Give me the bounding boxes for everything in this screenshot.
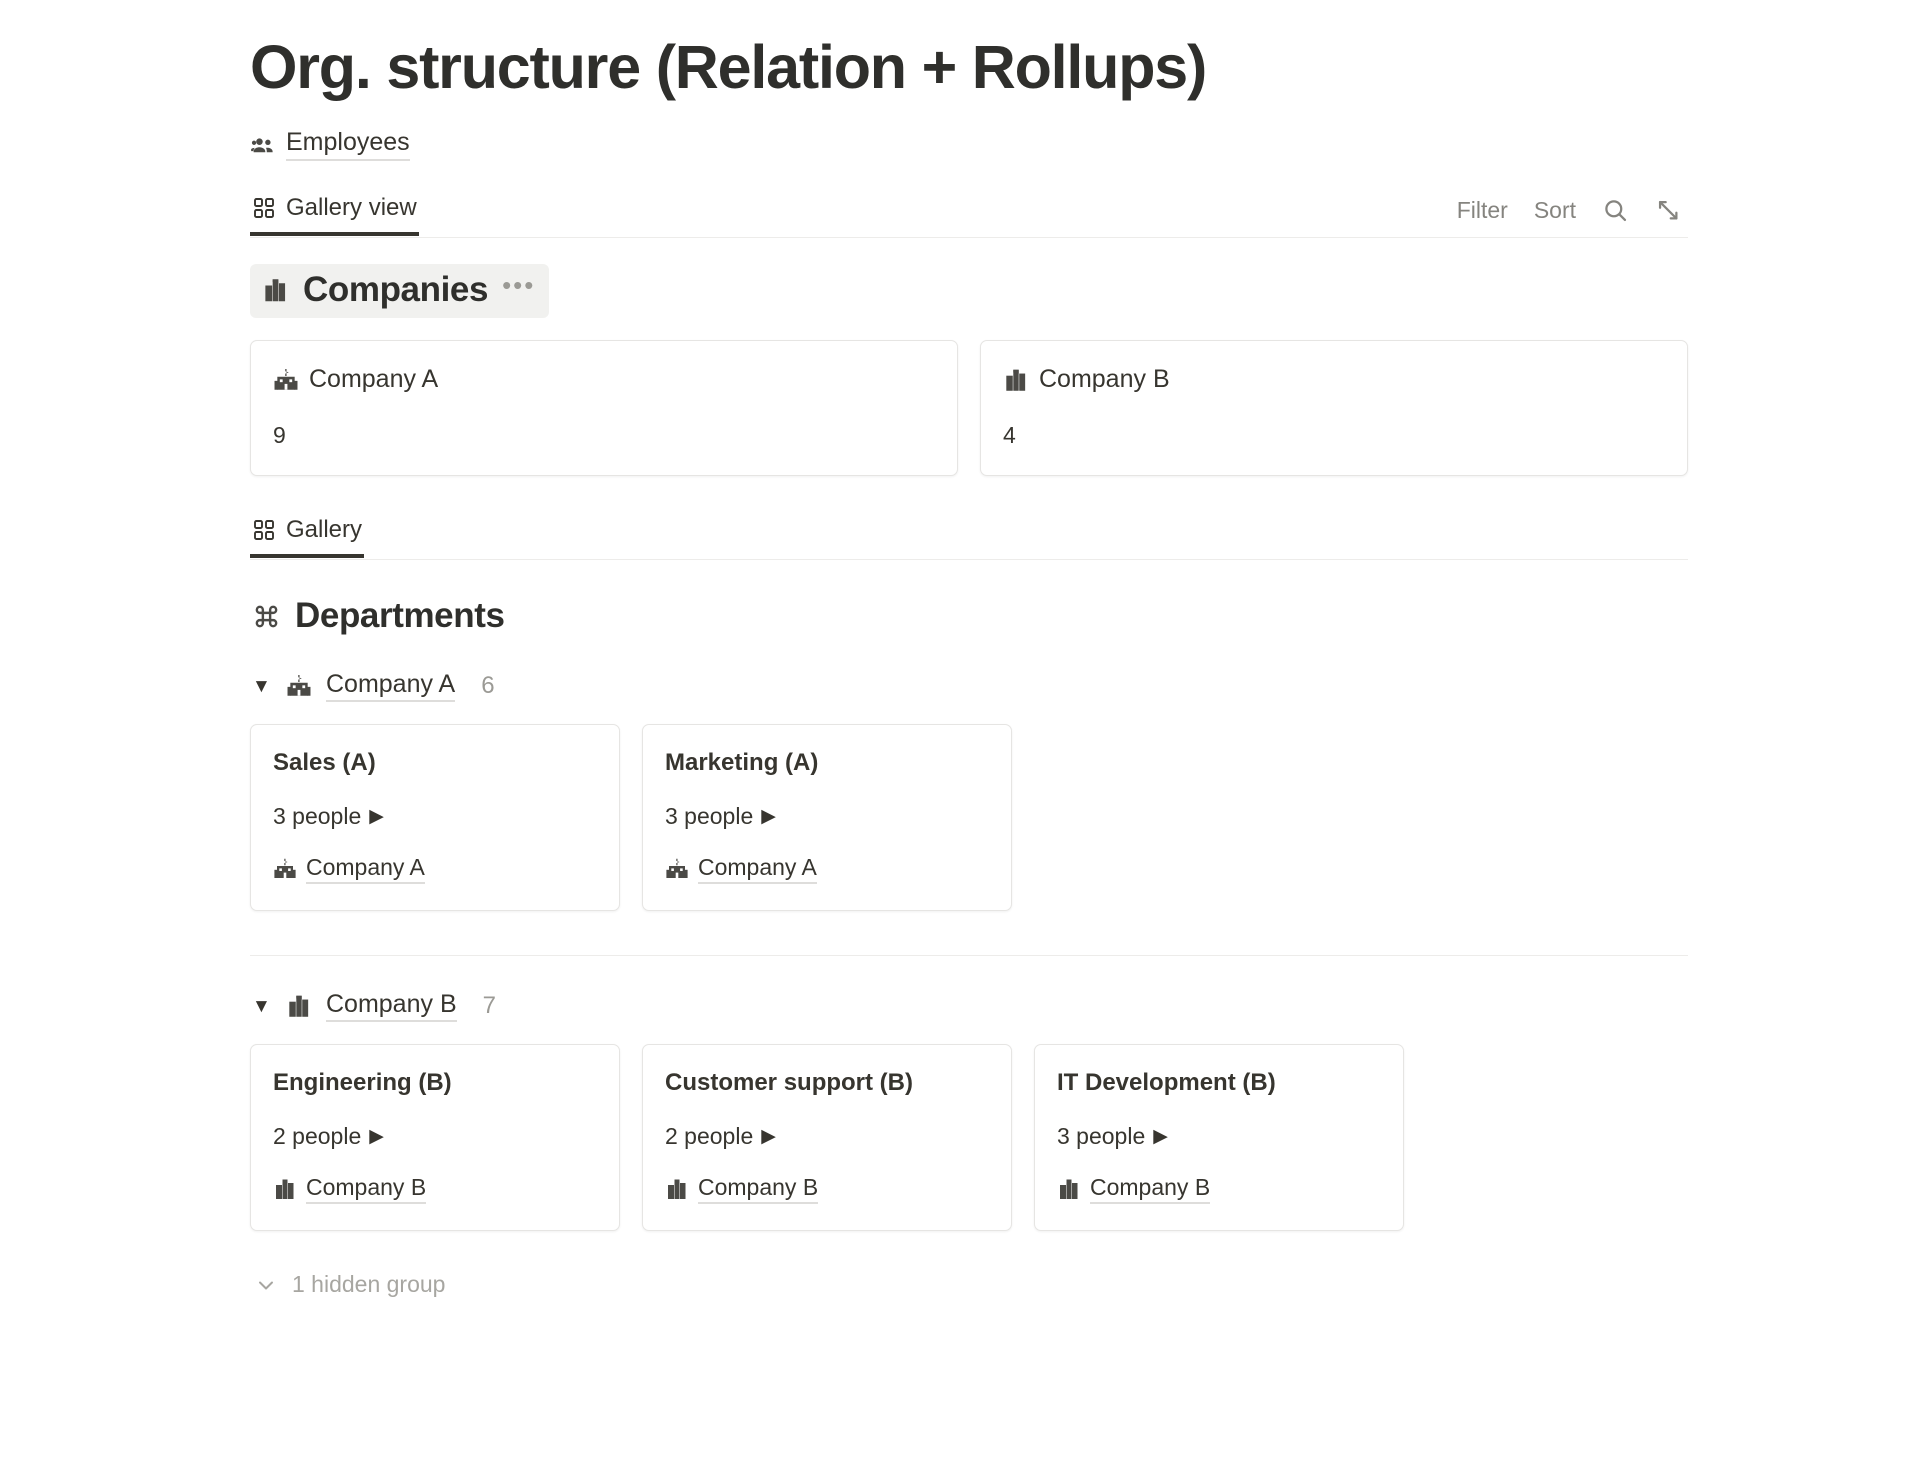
department-relation-link[interactable]: Company A (698, 854, 817, 885)
department-card-title: IT Development (B) (1057, 1069, 1276, 1097)
department-people-count: 3 people (273, 803, 362, 830)
department-people-rollup[interactable]: 3 people ▶ (273, 803, 597, 830)
company-card-title-row: Company B (1003, 365, 1665, 394)
department-people-count: 3 people (1057, 1123, 1146, 1150)
department-relation-link[interactable]: Company A (306, 854, 425, 885)
department-relation-link[interactable]: Company B (306, 1174, 427, 1205)
group-count: 6 (481, 672, 495, 700)
city-building-icon (273, 1176, 297, 1202)
school-building-icon (665, 857, 689, 881)
tab-gallery[interactable]: Gallery (250, 506, 365, 559)
city-building-icon (665, 1176, 689, 1202)
group-header-company-a[interactable]: ▼ Company A 6 (250, 670, 1688, 703)
page-content: Org. structure (Relation + Rollups) Empl… (250, 0, 1688, 1298)
group-header-company-b[interactable]: ▼ Company B 7 (250, 990, 1688, 1023)
department-people-rollup[interactable]: 3 people ▶ (665, 803, 989, 830)
expand-diagonal-icon[interactable] (1655, 197, 1682, 224)
company-card-value: 4 (1003, 422, 1016, 449)
city-building-icon (1003, 366, 1029, 394)
tab-gallery-view-label: Gallery view (286, 194, 417, 222)
company-card-value: 9 (273, 422, 286, 449)
companies-section-header[interactable]: Companies ••• (250, 264, 550, 319)
city-building-icon (1057, 1176, 1081, 1202)
school-building-icon (286, 673, 312, 699)
company-card-title: Company A (309, 365, 439, 394)
department-people-count: 3 people (665, 803, 754, 830)
department-relation[interactable]: Company B (665, 1174, 989, 1205)
tab-gallery-label: Gallery (286, 516, 363, 544)
department-relation[interactable]: Company A (665, 854, 989, 885)
group-name[interactable]: Company A (326, 670, 456, 703)
company-card[interactable]: Company B 4 (980, 340, 1688, 477)
departments-section-header: Departments (250, 596, 1688, 636)
search-icon[interactable] (1602, 197, 1629, 224)
department-relation[interactable]: Company A (273, 854, 597, 885)
department-card-title: Customer support (B) (665, 1069, 913, 1097)
hidden-group-toggle[interactable]: 1 hidden group (250, 1271, 1688, 1298)
page-title: Org. structure (Relation + Rollups) (250, 33, 1207, 101)
department-relation[interactable]: Company B (273, 1174, 597, 1205)
collapse-caret-icon[interactable]: ▼ (252, 675, 271, 697)
expand-triangle-icon[interactable]: ▶ (369, 1126, 384, 1148)
collapse-caret-icon[interactable]: ▼ (252, 995, 271, 1017)
expand-triangle-icon[interactable]: ▶ (761, 806, 776, 828)
school-building-icon (273, 367, 299, 393)
group-name[interactable]: Company B (326, 990, 457, 1023)
group-divider (250, 955, 1688, 957)
department-card[interactable]: IT Development (B) 3 people ▶ Compa (1034, 1044, 1404, 1232)
department-people-rollup[interactable]: 2 people ▶ (273, 1123, 597, 1150)
department-people-rollup[interactable]: 3 people ▶ (1057, 1123, 1381, 1150)
more-options-icon[interactable]: ••• (502, 270, 536, 301)
city-building-icon (286, 992, 312, 1020)
view-actions: Filter Sort (1457, 184, 1688, 236)
school-building-icon (273, 857, 297, 881)
expand-triangle-icon[interactable]: ▶ (761, 1126, 776, 1148)
department-card-row: Sales (A) 3 people ▶ (250, 724, 1688, 912)
departments-section-title: Departments (295, 596, 505, 636)
department-card-row: Engineering (B) 2 people ▶ Company (250, 1044, 1688, 1232)
gallery-grid-icon (252, 196, 276, 220)
expand-triangle-icon[interactable]: ▶ (369, 806, 384, 828)
gallery-grid-icon (252, 518, 276, 542)
department-people-count: 2 people (665, 1123, 754, 1150)
expand-triangle-icon[interactable]: ▶ (1153, 1126, 1168, 1148)
tab-gallery-view[interactable]: Gallery view (250, 184, 419, 237)
department-people-rollup[interactable]: 2 people ▶ (665, 1123, 989, 1150)
department-card-title: Marketing (A) (665, 749, 819, 777)
command-icon (252, 602, 281, 631)
department-card[interactable]: Sales (A) 3 people ▶ (250, 724, 620, 912)
department-card-title: Engineering (B) (273, 1069, 452, 1097)
company-card-title-row: Company A (273, 365, 935, 394)
department-card-title: Sales (A) (273, 749, 376, 777)
group-count: 7 (482, 992, 496, 1020)
chevron-down-icon[interactable] (254, 1273, 278, 1297)
source-database-row[interactable]: Employees (250, 129, 1688, 161)
company-card[interactable]: Company A 9 (250, 340, 958, 477)
department-card[interactable]: Engineering (B) 2 people ▶ Company (250, 1044, 620, 1232)
department-card[interactable]: Customer support (B) 2 people ▶ Com (642, 1044, 1012, 1232)
companies-card-row: Company A 9 Company B 4 (250, 340, 1688, 477)
sort-button[interactable]: Sort (1533, 196, 1576, 223)
department-relation[interactable]: Company B (1057, 1174, 1381, 1205)
department-card[interactable]: Marketing (A) 3 people ▶ (642, 724, 1012, 912)
department-relation-link[interactable]: Company B (1090, 1174, 1211, 1205)
filter-button[interactable]: Filter (1456, 196, 1508, 223)
hidden-group-label: 1 hidden group (292, 1271, 446, 1298)
people-group-icon (250, 132, 277, 159)
department-relation-link[interactable]: Company B (698, 1174, 819, 1205)
view-tabbar: Gallery view Filter Sort (250, 184, 1688, 239)
city-building-icon (262, 275, 289, 305)
gallery-tabbar: Gallery (250, 506, 1688, 561)
department-people-count: 2 people (273, 1123, 362, 1150)
companies-section-title: Companies (303, 270, 489, 310)
company-card-title: Company B (1039, 365, 1170, 394)
source-database-link[interactable]: Employees (286, 129, 410, 161)
